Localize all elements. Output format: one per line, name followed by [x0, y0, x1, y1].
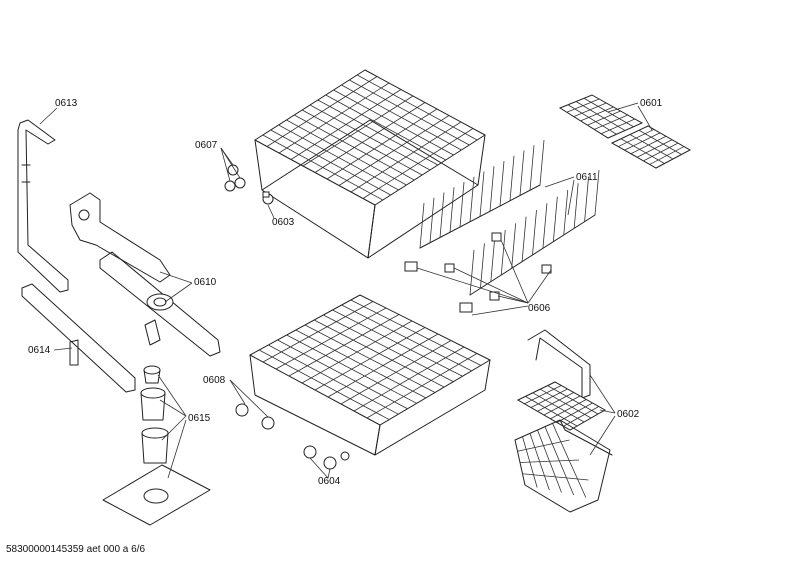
upper-basket — [254, 69, 486, 259]
lower-spray-arm — [21, 283, 136, 393]
leader-lines — [39, 102, 653, 479]
clips-0606 — [404, 232, 552, 313]
rollers-0607 — [224, 164, 246, 192]
callout-0602: 0602 — [617, 409, 640, 420]
rollers-0603 — [262, 191, 274, 205]
callout-0601: 0601 — [640, 98, 663, 109]
callout-0606: 0606 — [528, 303, 551, 314]
callout-0613: 0613 — [55, 98, 78, 109]
rollers-0604 — [303, 445, 350, 470]
cutlery-basket — [514, 329, 613, 513]
plate-rack — [419, 139, 600, 296]
callout-0610: 0610 — [194, 277, 217, 288]
callout-0611: 0611 — [576, 172, 598, 183]
spray-arm-pipe — [17, 119, 69, 293]
callout-0615: 0615 — [188, 413, 211, 424]
rollers-0608 — [235, 403, 275, 430]
callout-0607: 0607 — [195, 140, 218, 151]
callout-0603: 0603 — [272, 217, 295, 228]
filter-set — [102, 365, 211, 526]
lower-basket — [249, 294, 491, 456]
callout-0604: 0604 — [318, 476, 341, 487]
spray-arm-holder — [69, 192, 171, 283]
callout-0614: 0614 — [28, 345, 51, 356]
mat-0601 — [558, 94, 692, 169]
callout-0608: 0608 — [203, 375, 226, 386]
upper-spray-arm — [99, 251, 221, 357]
drawing-code: 58300000145359 aet 000 a 6/6 — [6, 544, 146, 555]
